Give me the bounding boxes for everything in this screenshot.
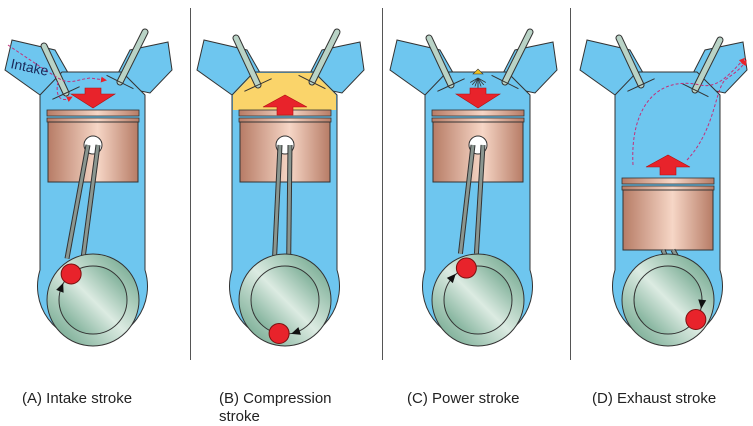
exhaust-valve: [491, 28, 534, 90]
intake-label: Intake: [9, 55, 50, 79]
piston-ring: [431, 117, 525, 123]
intake-valve: [615, 34, 655, 92]
crankpin: [685, 309, 707, 331]
arrow-down-icon: [69, 87, 117, 109]
caption-compression-stroke: (B) Compression stroke: [219, 390, 332, 425]
intake-valve: [425, 34, 465, 92]
rotation-arrow-icon: [291, 327, 301, 335]
intake-flow-path: [7, 44, 107, 83]
intake-valve: [232, 34, 272, 92]
spark-plug-tip: [472, 68, 484, 75]
crankpin: [268, 322, 290, 344]
panel-divider: [190, 8, 191, 360]
arrow-down-icon: [454, 87, 502, 109]
rotation-arrow-icon: [698, 299, 707, 309]
connecting-rod: [81, 144, 100, 259]
intake-flow-path: [56, 81, 73, 103]
piston-ring: [238, 117, 332, 123]
exhaust-flow-path: [632, 57, 746, 166]
piston-ring: [46, 117, 140, 123]
crankshaft-inner: [250, 265, 320, 335]
panel-b: [196, 28, 365, 347]
panel-divider: [382, 8, 383, 360]
exhaust-valve: [106, 28, 149, 90]
piston-ring: [621, 177, 715, 185]
caption-exhaust-stroke: (D) Exhaust stroke: [592, 390, 717, 407]
connecting-rod: [474, 144, 485, 254]
arrow-up-icon: [262, 94, 308, 116]
panel-d: [579, 34, 748, 347]
panel-a: Intake: [4, 28, 173, 347]
panel-c: [389, 28, 558, 347]
rotation-arrow-icon: [446, 273, 456, 284]
piston-ring: [621, 185, 715, 191]
intake-valve: [40, 42, 80, 100]
connecting-rod: [458, 144, 475, 254]
exhaust-flow-path: [686, 59, 747, 161]
piston-ring: [46, 109, 140, 117]
caption-intake-stroke: (A) Intake stroke: [22, 390, 133, 407]
crankpin: [455, 257, 477, 279]
exhaust-valve: [298, 28, 341, 90]
crankpin: [60, 263, 82, 285]
piston: [622, 189, 714, 251]
rotation-arrow-icon: [56, 282, 64, 293]
connecting-rod: [65, 144, 90, 259]
exhaust-valve: [681, 36, 724, 98]
caption-power-stroke: (C) Power stroke: [407, 390, 520, 407]
crankshaft-inner: [443, 265, 513, 335]
piston-ring: [431, 109, 525, 117]
panel-divider: [570, 8, 571, 360]
spark-icon: [470, 77, 486, 96]
arrow-up-icon: [645, 154, 691, 176]
